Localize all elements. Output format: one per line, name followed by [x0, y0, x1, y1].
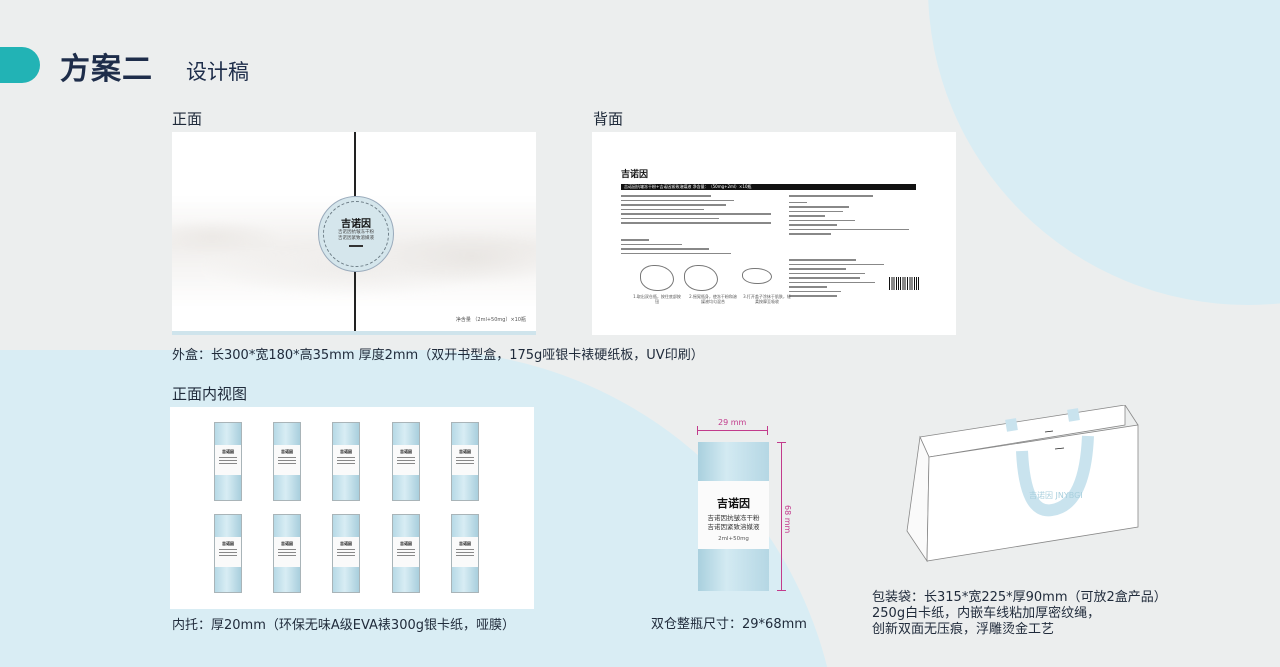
- back-logo: 吉诺因: [621, 170, 649, 180]
- hand-illustration-3: [742, 268, 772, 284]
- hand-illustration-1: [640, 265, 674, 291]
- back-title-bar: 吉诺因抗皱冻干粉+吉诺因紧致溶媒液 净含量：（50mg+2ml）×10瓶: [621, 184, 916, 190]
- title-accent-pill: [0, 47, 40, 83]
- vial: 吉诺因: [392, 514, 420, 593]
- width-dimension-line: [697, 426, 768, 435]
- vial: 吉诺因: [214, 422, 242, 501]
- front-label: 正面: [172, 110, 203, 128]
- tray-caption: 内托：厚20mm（环保无味A级EVA裱300g银卡纸，哑膜）: [172, 618, 515, 633]
- bag-caption: 包装袋：长315*宽225*厚90mm（可放2盒产品） 250g白卡纸，内嵌车线…: [872, 590, 1167, 638]
- ingredients-text-block: [621, 195, 771, 227]
- net-content-text: 净含量 （2ml+50mg）×10瓶: [455, 317, 526, 323]
- seal-ring: [323, 201, 389, 267]
- bag-caption-line-2: 250g白卡纸，内嵌车线粘加厚密纹绳，: [872, 606, 1101, 621]
- vial: 吉诺因: [332, 422, 360, 501]
- vial: 吉诺因: [273, 514, 301, 593]
- storage-notes-text-block: [789, 195, 909, 238]
- vial: 吉诺因: [392, 422, 420, 501]
- bottle-caption: 双仓整瓶尺寸：29*68mm: [651, 617, 807, 632]
- inner-tray-image: 吉诺因 吉诺因 吉诺因 吉诺因 吉诺因 吉诺因 吉诺因 吉诺因 吉诺因 吉诺因: [170, 407, 534, 609]
- bottle-image: 吉诺因 吉诺因抗皱冻干粉 吉诺因紧致溶媒液 2ml+50mg: [698, 442, 769, 591]
- step-caption-3: 3.打开盖子涂抹于肌肤，轻柔按摩至吸收: [743, 294, 791, 304]
- hand-illustration-2: [684, 265, 718, 291]
- shopping-bag-illustration: 吉诺因 JNYBGI: [906, 405, 1139, 563]
- usage-text-block: [621, 239, 731, 257]
- box-caption: 外盒：长300*宽180*高35mm 厚度2mm（双开书型盒，175g哑银卡裱硬…: [172, 348, 704, 363]
- panel-bottom-strip: [172, 331, 536, 335]
- page-title: 方案二: [60, 52, 153, 87]
- height-dimension-label: 68 mm: [783, 505, 792, 534]
- bottle-line-2: 吉诺因紧致溶媒液: [707, 523, 760, 531]
- bag-caption-line-3: 创新双面无压痕，浮雕烫金工艺: [872, 622, 1055, 637]
- front-panel-image: 吉诺因 吉诺因抗皱冻干粉 吉诺因紧致溶媒液 净含量 （2ml+50mg）×10瓶: [172, 132, 536, 335]
- height-dimension-line: [777, 442, 786, 591]
- back-title-bar-text: 吉诺因抗皱冻干粉+吉诺因紧致溶媒液 净含量：（50mg+2ml）×10瓶: [624, 184, 752, 189]
- brand-seal: 吉诺因 吉诺因抗皱冻干粉 吉诺因紧致溶媒液: [318, 196, 394, 272]
- step-caption-1: 1.取出双仓瓶，按住底部按钮: [633, 294, 681, 304]
- width-dimension-label: 29 mm: [718, 418, 747, 427]
- bottle-volume: 2ml+50mg: [718, 536, 749, 542]
- bottle-brand: 吉诺因: [717, 497, 750, 510]
- vial: 吉诺因: [332, 514, 360, 593]
- tray-label: 正面内视图: [172, 385, 248, 403]
- step-caption-2: 2.摇晃瓶身，使冻干粉和溶媒液均匀混合: [689, 294, 737, 304]
- bottle-line-1: 吉诺因抗皱冻干粉: [707, 514, 760, 522]
- back-panel-image: 吉诺因 吉诺因抗皱冻干粉+吉诺因紧致溶媒液 净含量：（50mg+2ml）×10瓶…: [592, 132, 956, 335]
- page-subtitle: 设计稿: [186, 60, 249, 84]
- background-circle: [928, 0, 1280, 305]
- vial: 吉诺因: [273, 422, 301, 501]
- bag-caption-line-1: 包装袋：长315*宽225*厚90mm（可放2盒产品）: [872, 590, 1167, 605]
- bottle-label: 吉诺因 吉诺因抗皱冻干粉 吉诺因紧致溶媒液 2ml+50mg: [698, 481, 769, 549]
- vial: 吉诺因: [451, 422, 479, 501]
- vial: 吉诺因: [214, 514, 242, 593]
- barcode: [889, 277, 919, 290]
- vial: 吉诺因: [451, 514, 479, 593]
- bag-print-text: 吉诺因 JNYBGI: [1029, 490, 1083, 500]
- manufacturer-text-block: [789, 259, 884, 300]
- back-label: 背面: [593, 110, 624, 128]
